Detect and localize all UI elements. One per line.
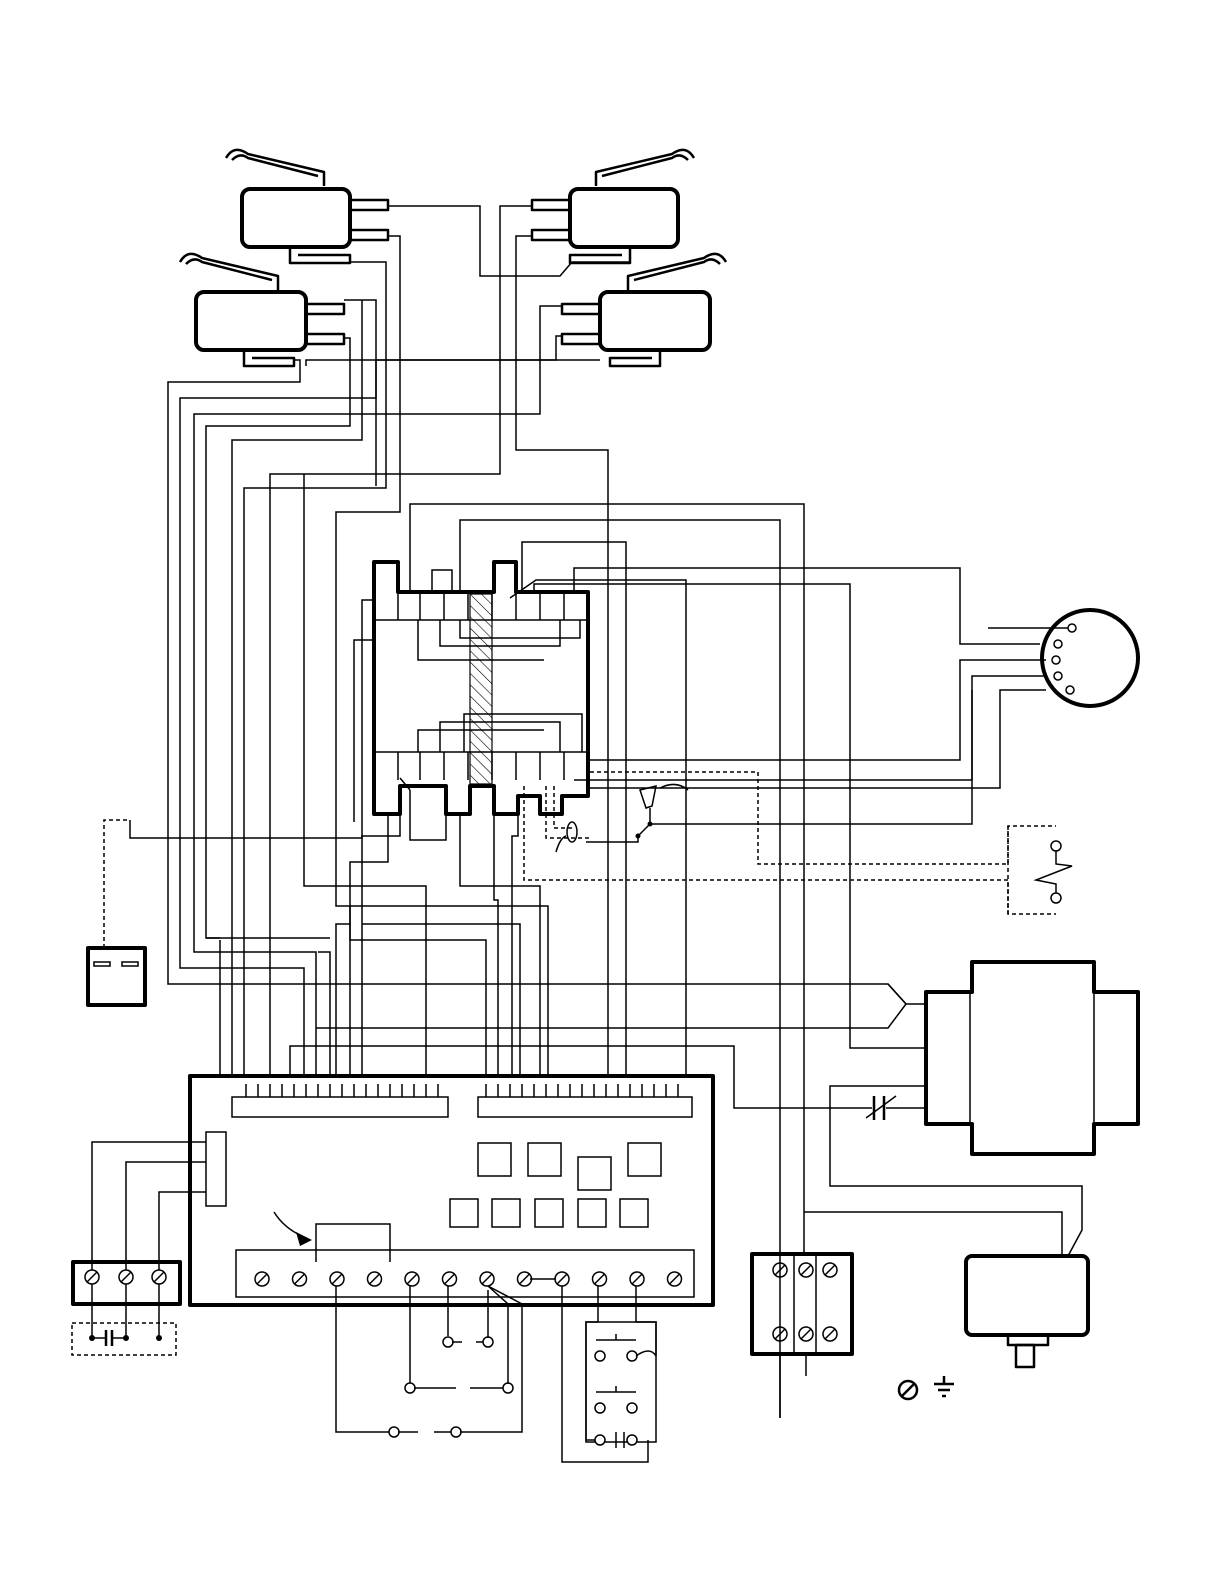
- terminal-screw-icon: [293, 1272, 307, 1286]
- ground: [899, 1376, 954, 1399]
- external-controls: [336, 1286, 656, 1462]
- header-pins-left: [246, 1084, 438, 1097]
- contactor-armature: [470, 594, 492, 784]
- ground-icon: [934, 1376, 954, 1396]
- limit-switch-lower-left: [180, 254, 344, 366]
- pushbutton-close-icon: [595, 1386, 637, 1413]
- terminal-screw-icon: [405, 1272, 419, 1286]
- terminal-screw-icon: [518, 1272, 532, 1286]
- board-terminals: [255, 1272, 682, 1286]
- limit-switch-wiring: [168, 206, 924, 1076]
- terminal-screw-icon: [152, 1270, 166, 1284]
- transformer: [316, 962, 1138, 1154]
- terminal-screw-icon: [823, 1327, 837, 1341]
- pushbutton-open-icon: [595, 1334, 656, 1361]
- terminal-screw-icon: [330, 1272, 344, 1286]
- terminal-screw-icon: [443, 1272, 457, 1286]
- terminal-screw-icon: [799, 1263, 813, 1277]
- terminal-screw-icon: [823, 1263, 837, 1277]
- pushbutton-stop-icon: [595, 1432, 637, 1448]
- thermal-switch-icon: [1036, 841, 1072, 903]
- limit-switch-upper-right: [532, 150, 694, 263]
- terminal-screw-icon: [119, 1270, 133, 1284]
- terminal-screw-icon: [668, 1272, 682, 1286]
- control-board: [190, 1076, 713, 1305]
- current-sensor-icon: [556, 822, 577, 852]
- terminal-screw-icon: [368, 1272, 382, 1286]
- motor-plug: [988, 610, 1138, 706]
- terminal-screw-icon: [255, 1272, 269, 1286]
- plug-connector: [88, 948, 145, 1005]
- contactor: [374, 562, 588, 814]
- terminal-screw-icon: [593, 1272, 607, 1286]
- terminal-screw-icon: [630, 1272, 644, 1286]
- brake-motor: [966, 1256, 1088, 1367]
- terminal-screw-icon: [480, 1272, 494, 1286]
- wire-nut-icon: [586, 784, 688, 842]
- header-pins-right: [486, 1084, 678, 1097]
- ground-screw-icon: [899, 1381, 917, 1399]
- terminal-screw-icon: [85, 1270, 99, 1284]
- limit-switch-lower-right: [562, 254, 726, 366]
- limit-switch-upper-left: [226, 150, 388, 263]
- power-terminal: [752, 1254, 852, 1418]
- terminal-screw-icon: [555, 1272, 569, 1286]
- aux-terminal: [72, 1142, 206, 1355]
- terminal-screw-icon: [799, 1327, 813, 1341]
